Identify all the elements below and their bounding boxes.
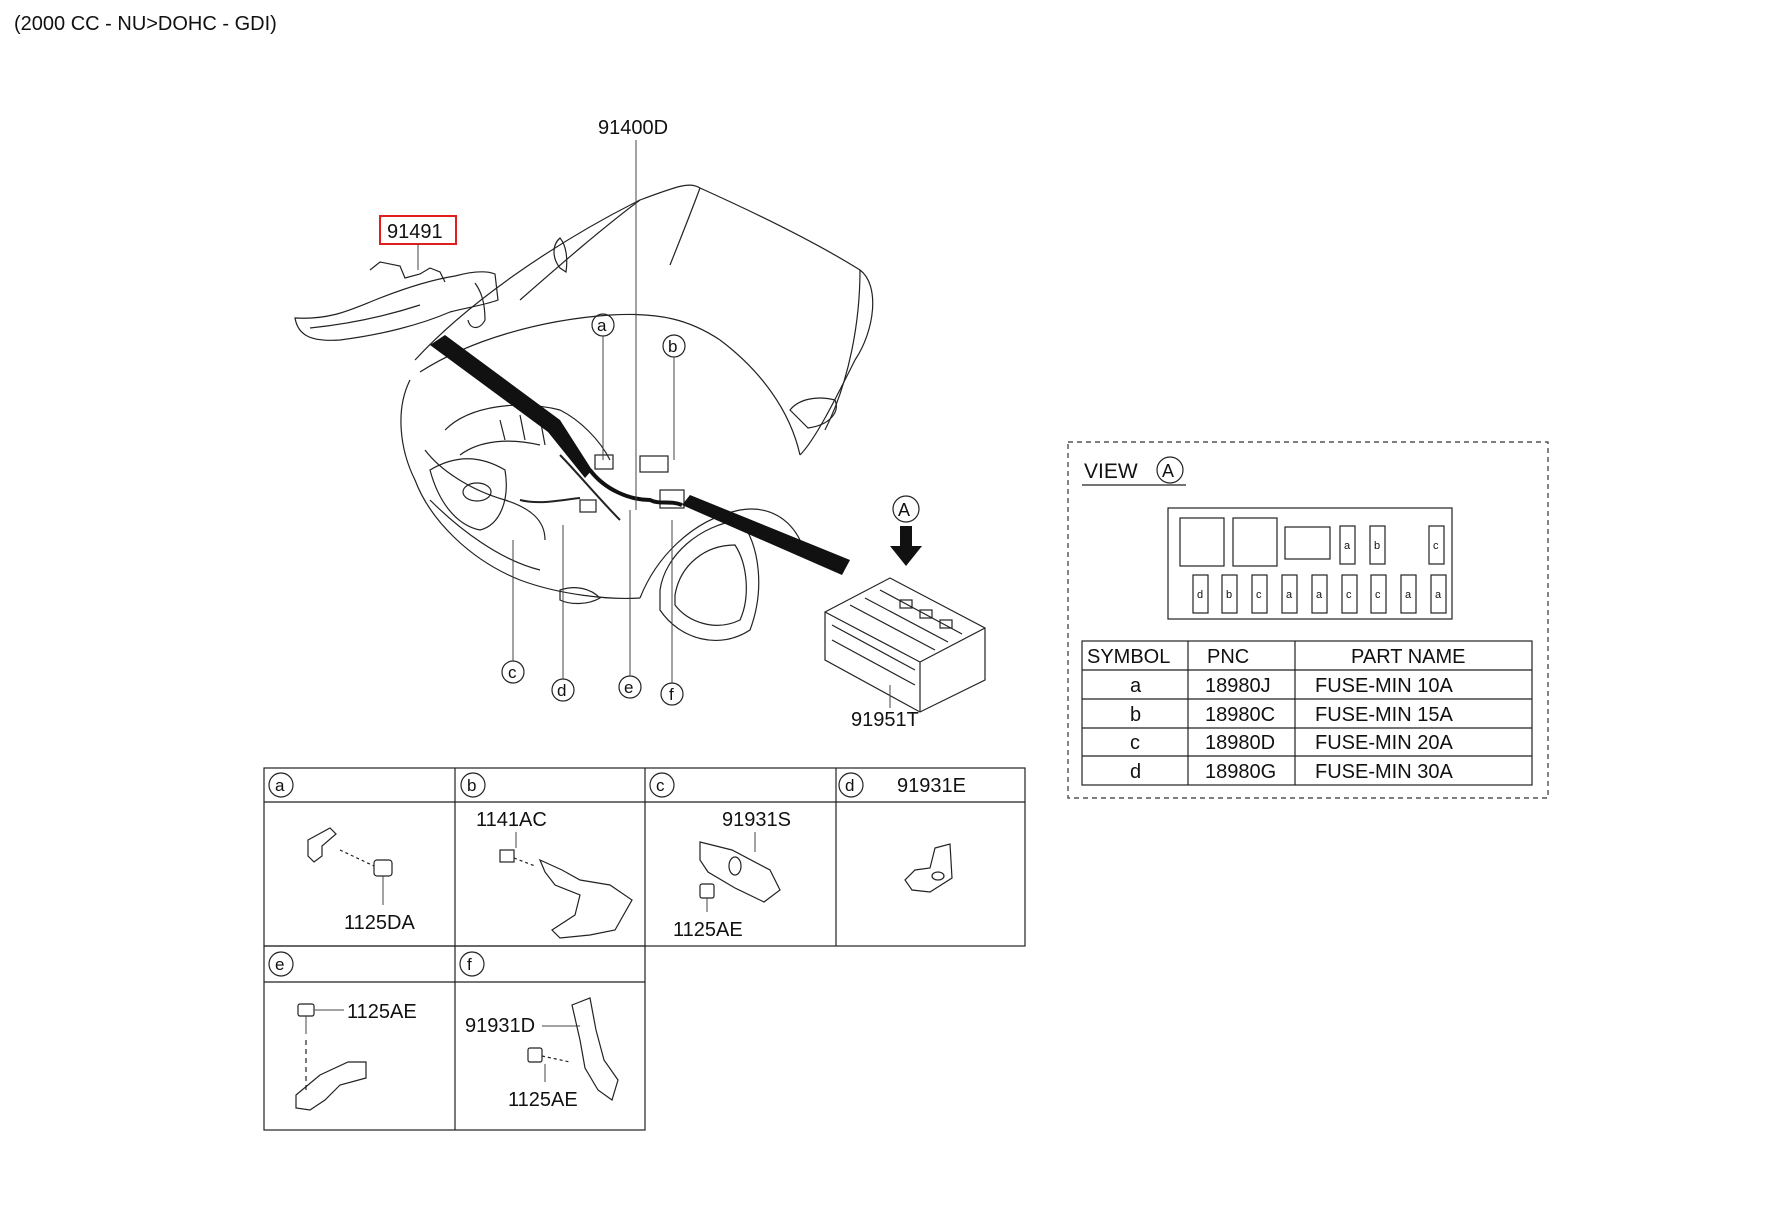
fuse-top-2 (1369, 525, 1386, 565)
row-c-pnc: 18980D (1205, 732, 1275, 754)
fuse-bottom-3 (1251, 574, 1268, 614)
detail-f-letter: f (467, 955, 472, 974)
detail-c-part-2: 1125AE (673, 919, 743, 941)
callout-c[interactable]: c (501, 540, 525, 684)
clip-icon-d (904, 843, 953, 893)
view-a-arrow[interactable]: A (890, 495, 922, 566)
detail-cell-e: e 1125AE (268, 951, 417, 1111)
row-a-symbol: a (1130, 675, 1142, 697)
callout-b[interactable]: b (662, 334, 686, 460)
svg-text:a: a (1344, 540, 1351, 552)
part-91400D-label: 91400D (598, 117, 668, 139)
clip-icon (307, 827, 337, 863)
fuse-top-3 (1428, 525, 1445, 565)
row-c-name: FUSE-MIN 20A (1315, 732, 1453, 754)
fuse-top-1 (1339, 525, 1356, 565)
row-d-name: FUSE-MIN 30A (1315, 761, 1453, 783)
engine-spec-text: (2000 CC - NU>DOHC - GDI) (14, 13, 277, 35)
callout-f[interactable]: f (660, 520, 684, 706)
detail-cell-d: d 91931E (838, 772, 966, 893)
detail-c-part-1: 91931S (722, 809, 791, 831)
detail-d-letter: d (845, 776, 854, 795)
fuse-bottom-7 (1370, 574, 1387, 614)
detail-cell-b: b 1141AC (460, 772, 633, 939)
row-c-symbol: c (1130, 732, 1140, 754)
detail-a-part: 1125DA (344, 912, 415, 934)
row-b-symbol: b (1130, 704, 1141, 726)
part-91951T-label: 91951T (851, 709, 919, 731)
bolt-icon-c (699, 883, 715, 899)
fuse-bottom-1 (1192, 574, 1209, 614)
svg-text:f: f (669, 685, 674, 704)
col-symbol: SYMBOL (1087, 646, 1170, 668)
detail-b-part: 1141AC (476, 809, 547, 831)
row-d-pnc: 18980G (1205, 761, 1276, 783)
bolt-icon-f (527, 1047, 543, 1063)
view-a-panel: VIEW A a b c d b c a a (1067, 441, 1549, 799)
svg-text:a: a (1405, 589, 1412, 601)
svg-text:a: a (1286, 589, 1293, 601)
svg-text:b: b (1226, 589, 1232, 601)
view-letter: A (1162, 461, 1174, 481)
svg-text:A: A (898, 500, 910, 520)
part-91491-label: 91491 (387, 221, 443, 243)
detail-f-part-2: 1125AE (508, 1089, 578, 1111)
detail-b-letter: b (467, 776, 476, 795)
row-a-name: FUSE-MIN 10A (1315, 675, 1453, 697)
bracket-icon-f (571, 997, 619, 1101)
callout-a[interactable]: a (591, 313, 615, 460)
svg-text:d: d (1197, 589, 1203, 601)
bracket-icon-c (699, 841, 781, 903)
fuse-table: SYMBOL PNC PART NAME a 18980J FUSE-MIN 1… (1081, 640, 1533, 786)
svg-text:c: c (1375, 589, 1381, 601)
svg-text:e: e (624, 678, 633, 697)
svg-text:c: c (1256, 589, 1262, 601)
detail-cell-a: a 1125DA (268, 772, 415, 934)
detail-cell-f: f 91931D 1125AE (459, 951, 619, 1111)
svg-text:d: d (557, 681, 566, 700)
detail-e-part: 1125AE (347, 1001, 417, 1023)
detail-grid: a 1125DA b 1141AC c 91931S (263, 767, 1026, 1131)
callout-d[interactable]: d (551, 525, 575, 702)
svg-text:c: c (1346, 589, 1352, 601)
fuse-bottom-5 (1311, 574, 1328, 614)
col-pnc: PNC (1207, 646, 1249, 668)
fuse-bottom-9 (1430, 574, 1447, 614)
row-b-name: FUSE-MIN 15A (1315, 704, 1453, 726)
svg-text:c: c (1433, 540, 1439, 552)
bolt-icon-e (297, 1003, 315, 1017)
svg-text:a: a (597, 316, 607, 335)
callout-e[interactable]: e (618, 510, 642, 699)
bolt-icon-b (499, 849, 515, 863)
fuse-bottom-6 (1341, 574, 1358, 614)
row-d-symbol: d (1130, 761, 1141, 783)
detail-d-part: 91931E (897, 775, 966, 797)
fuse-bottom-4 (1281, 574, 1298, 614)
svg-text:a: a (1316, 589, 1323, 601)
bolt-icon (373, 859, 393, 877)
harness-bands (430, 335, 850, 575)
bracket-icon-e (295, 1061, 367, 1111)
row-a-pnc: 18980J (1205, 675, 1271, 697)
view-word: VIEW (1084, 460, 1138, 483)
protector-91491-drawing (294, 261, 499, 341)
junction-box-drawing (824, 577, 986, 713)
svg-text:b: b (668, 337, 677, 356)
svg-text:a: a (1435, 589, 1442, 601)
fuse-layout: a b c d b c a a c c a a (1167, 507, 1453, 620)
detail-e-letter: e (275, 955, 284, 974)
detail-c-letter: c (656, 776, 665, 795)
row-b-pnc: 18980C (1205, 704, 1275, 726)
bracket-icon-b (538, 858, 633, 939)
car-illustration (400, 184, 874, 641)
fuse-bottom-8 (1400, 574, 1417, 614)
svg-text:b: b (1374, 540, 1380, 552)
detail-cell-c: c 91931S 1125AE (649, 772, 791, 941)
detail-f-part-1: 91931D (465, 1015, 535, 1037)
col-part-name: PART NAME (1351, 646, 1465, 668)
svg-text:c: c (508, 663, 517, 682)
fuse-bottom-2 (1221, 574, 1238, 614)
detail-a-letter: a (275, 776, 285, 795)
